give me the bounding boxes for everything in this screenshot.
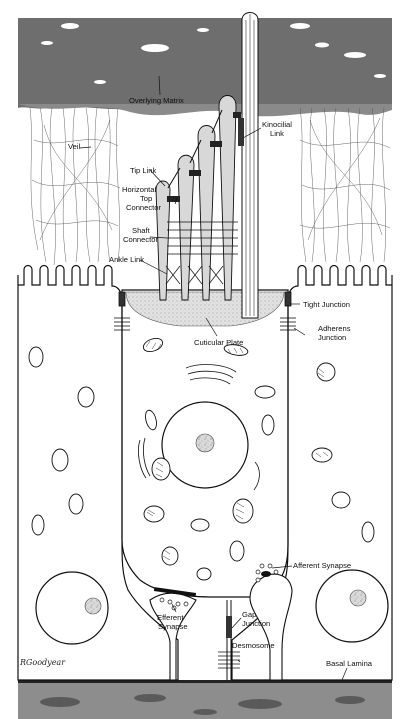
stereocilia-bundle <box>156 96 241 301</box>
label-gap-junction-2: Junction <box>242 619 270 628</box>
label-kinocilial-link-2: Link <box>270 129 284 138</box>
label-tight-junction: Tight Junction <box>303 300 350 309</box>
label-afferent-synapse: Afferent Synapse <box>293 561 351 570</box>
label-efferent-synapse-1: Efferent <box>157 613 184 622</box>
label-veil: Veil <box>68 142 81 151</box>
label-tip-link: Tip Link <box>130 166 157 175</box>
supporting-cell-junctions <box>218 600 240 680</box>
veil-fibres-left <box>30 108 120 265</box>
label-overlying-matrix: Overlying Matrix <box>129 96 184 105</box>
supporting-cell-nucleus-right <box>316 570 388 642</box>
label-horizontal-top-connector-2: Top <box>140 194 152 203</box>
stereocilium <box>198 126 215 301</box>
efferent-terminal <box>150 587 196 680</box>
ankle-links <box>166 266 223 284</box>
label-efferent-synapse-2: Synapse <box>158 622 188 631</box>
label-shaft-connector-2: Connector <box>123 235 159 244</box>
label-ankle-link: Ankle Link <box>109 255 144 264</box>
stereocilium <box>219 96 236 301</box>
label-desmosome: Desmosome <box>232 641 275 650</box>
label-horizontal-top-connector-1: Horizontal <box>122 185 156 194</box>
label-adherens-junction-1: Adherens <box>318 324 351 333</box>
label-adherens-junction-2: Junction <box>318 333 346 342</box>
label-basal-lamina: Basal Lamina <box>326 659 373 668</box>
overlying-matrix <box>18 18 392 116</box>
artist-signature: RGoodyear <box>19 658 66 667</box>
veil-fibres-right <box>300 108 390 262</box>
label-cuticular-plate: Cuticular Plate <box>194 338 243 347</box>
label-gap-junction-1: Gap <box>242 610 256 619</box>
basal-region <box>18 680 392 719</box>
label-horizontal-top-connector-3: Connector <box>126 203 162 212</box>
hair-cell-nucleus <box>162 402 248 488</box>
stereocilium <box>178 155 194 300</box>
supporting-cell-nucleus-left <box>36 572 108 644</box>
label-shaft-connector-1: Shaft <box>132 226 151 235</box>
label-kinocilial-link-1: Kinocilial <box>262 120 292 129</box>
